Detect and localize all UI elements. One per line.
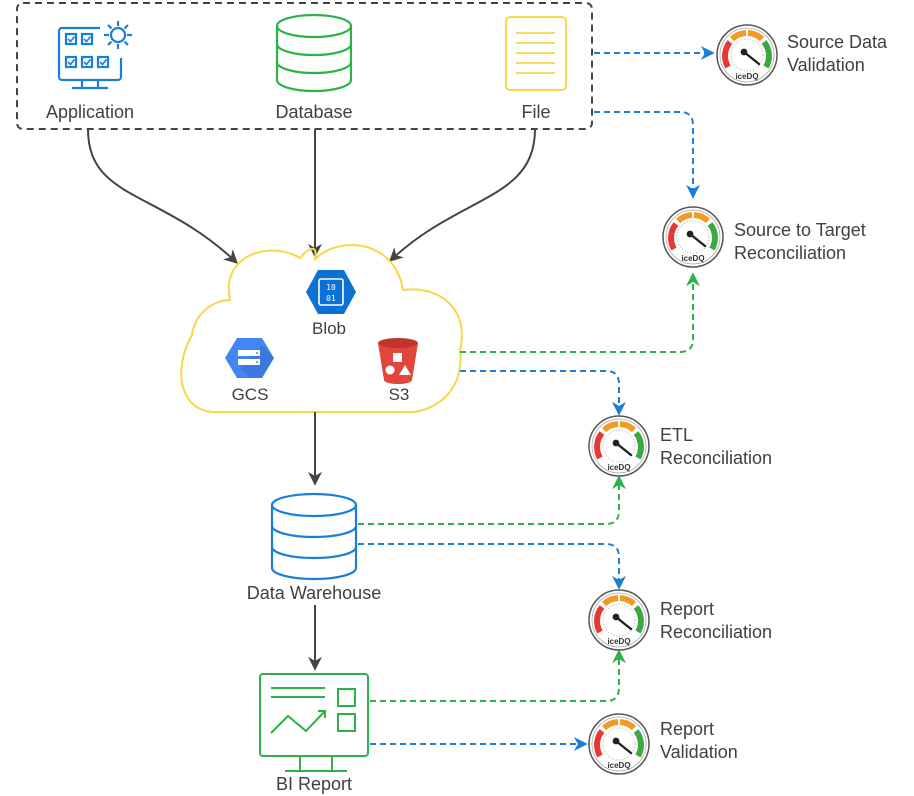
svg-text:iceDQ: iceDQ [607,463,630,472]
file-document-icon [505,16,567,91]
connector-application-to-cloud [87,128,239,264]
icedq-gauge-icon: iceDQ [663,207,723,267]
connector-cloud-to-s2t-reconciliation [460,272,700,353]
check-source-data-validation: iceDQ Source Data Validation [717,25,888,85]
s3-label: S3 [389,385,410,404]
svg-text:10: 10 [326,283,336,292]
source-systems-group [16,2,593,130]
s3-bucket-icon [378,338,418,384]
svg-text:iceDQ: iceDQ [681,254,704,263]
bi-report-icon [259,673,369,772]
data-warehouse-label: Data Warehouse [247,583,381,603]
icedq-gauge-icon: iceDQ [717,25,777,85]
check-report-validation: iceDQ Report Validation [589,714,738,774]
svg-text:iceDQ: iceDQ [607,761,630,770]
file-label: File [521,102,550,122]
check-label-line1: ETL [660,425,693,445]
connector-file-to-cloud [388,128,536,262]
connector-warehouse-to-etl-reconciliation [358,475,626,525]
data-warehouse-icon [270,492,358,581]
azure-blob-icon: 10 01 [306,270,356,314]
connector-warehouse-to-report-reconciliation [358,543,626,590]
application-settings-icon [57,21,132,90]
application-label: Application [46,102,134,122]
connector-bi-to-report-reconciliation [370,649,626,702]
gcs-label: GCS [232,385,269,404]
check-etl-reconciliation: iceDQ ETL Reconciliation [589,416,772,476]
gcs-icon [225,338,274,378]
check-label-line1: Source to Target [734,220,866,240]
connector-cloud-to-etl-reconciliation [460,370,626,416]
svg-text:iceDQ: iceDQ [735,72,758,81]
database-label: Database [275,102,352,122]
blob-label: Blob [312,319,346,338]
check-label-line1: Report [660,599,714,619]
icedq-gauge-icon: iceDQ [589,416,649,476]
check-label-line2: Validation [660,742,738,762]
icedq-gauge-icon: iceDQ [589,590,649,650]
check-label-line2: Reconciliation [660,448,772,468]
check-source-to-target-reconciliation: iceDQ Source to Target Reconciliation [663,207,866,267]
check-report-reconciliation: iceDQ Report Reconciliation [589,590,772,650]
connector-source-to-s2t-reconciliation [594,111,700,199]
check-label-line2: Reconciliation [734,243,846,263]
check-label-line2: Reconciliation [660,622,772,642]
svg-text:iceDQ: iceDQ [607,637,630,646]
icedq-gauge-icon: iceDQ [589,714,649,774]
bi-report-label: BI Report [276,774,352,794]
database-icon [275,13,353,93]
check-label-line1: Source Data [787,32,888,52]
cloud-storage-shape [180,244,463,413]
svg-text:01: 01 [326,294,336,303]
check-label-line1: Report [660,719,714,739]
check-label-line2: Validation [787,55,865,75]
